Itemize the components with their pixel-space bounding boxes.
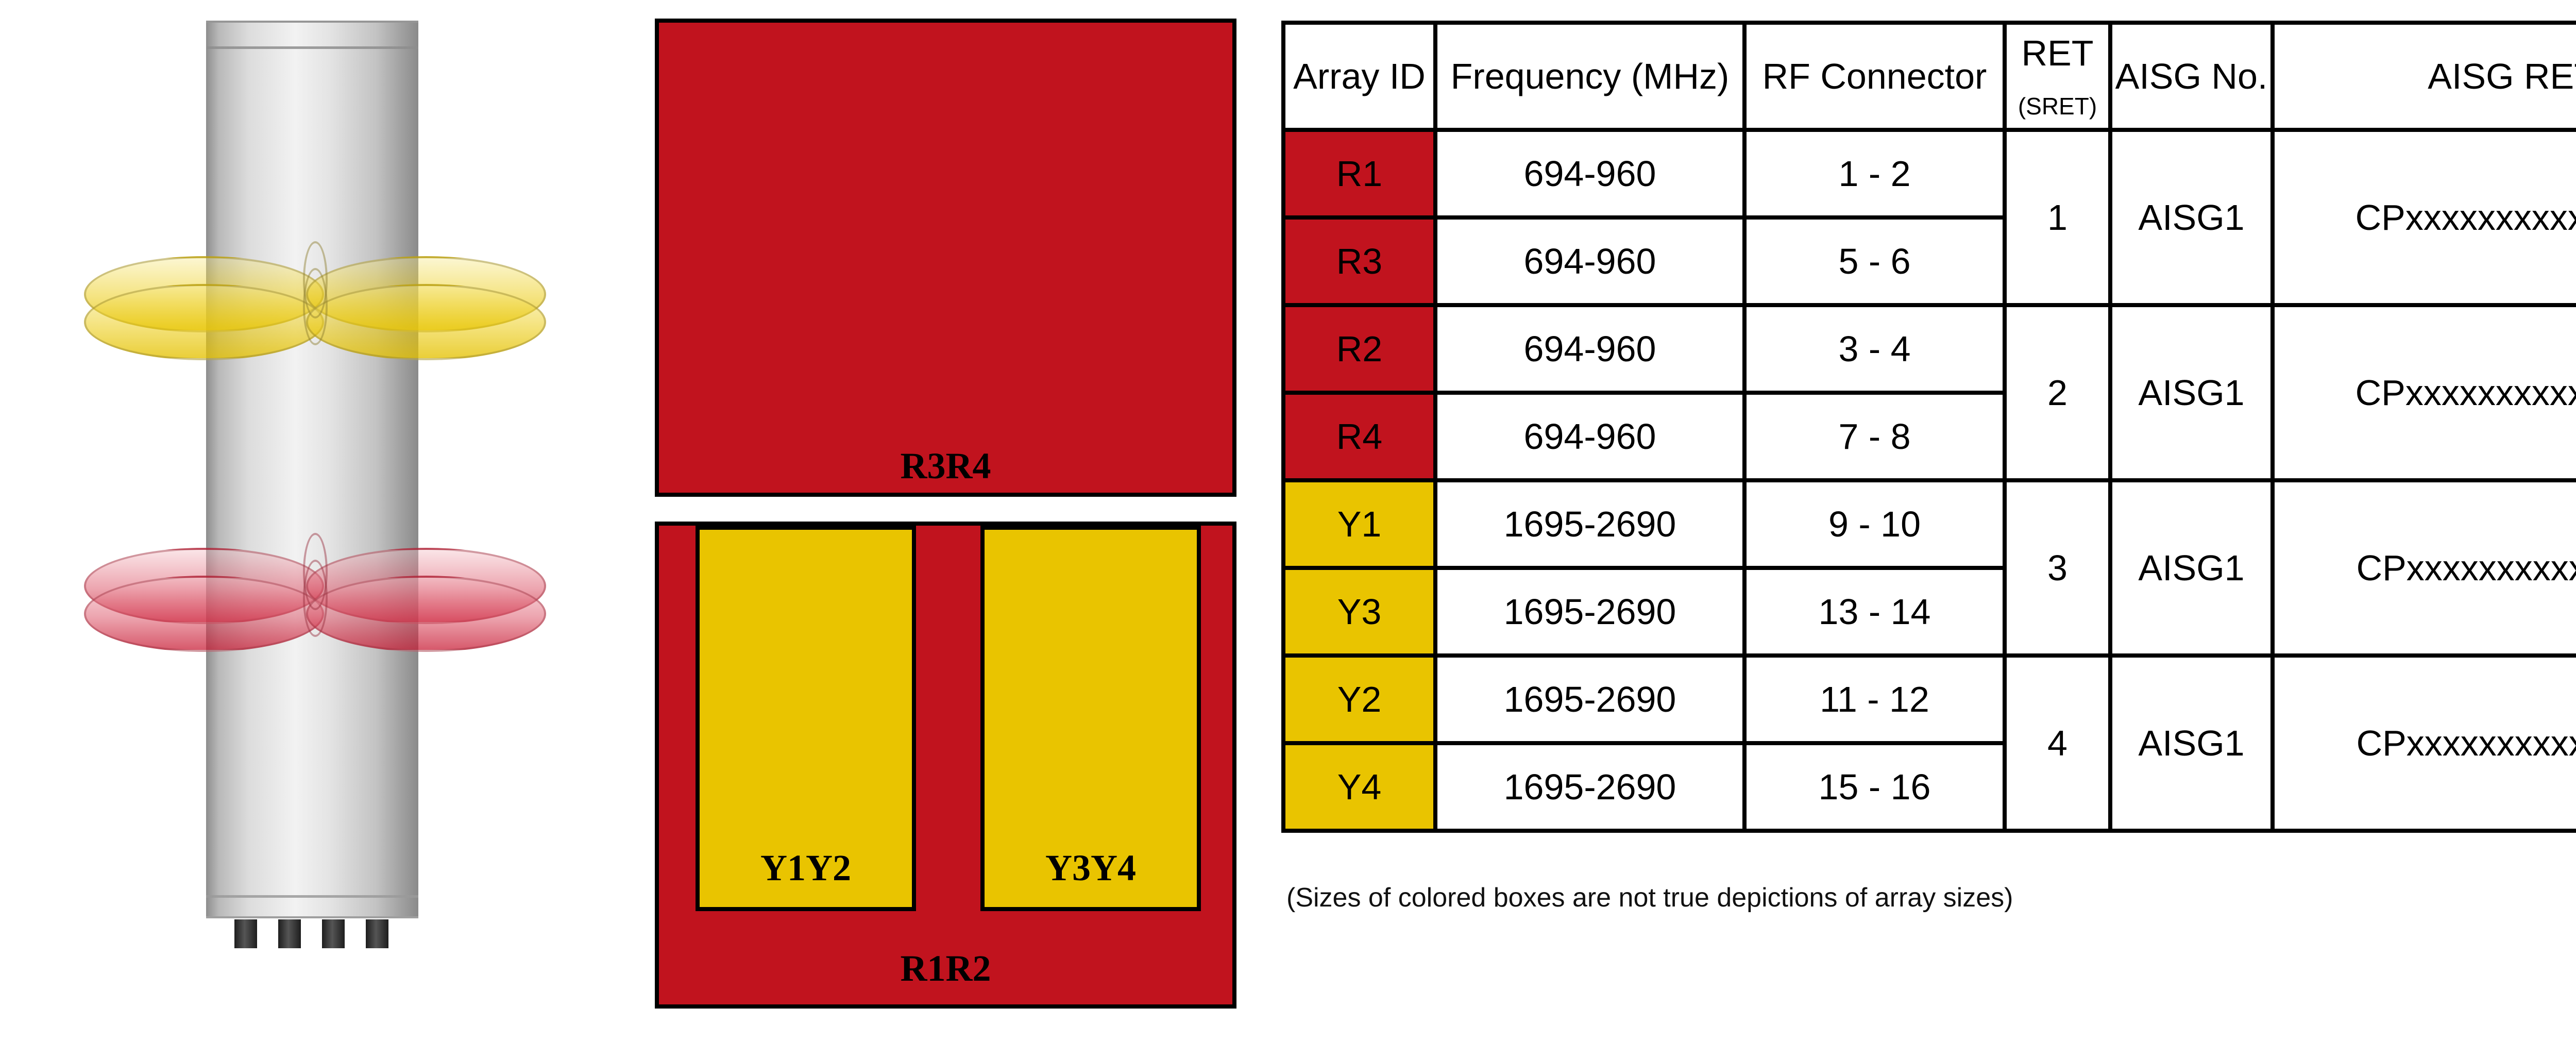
table-row: Y4 1695-2690 15 - 16 bbox=[1281, 741, 2576, 833]
array-box-y3y4: Y3Y4 bbox=[980, 526, 1201, 911]
array-id-cell: Y2 bbox=[1281, 653, 1437, 745]
antenna-top-seam bbox=[206, 46, 418, 49]
ret-cell: 3 bbox=[2003, 478, 2112, 658]
frequency-cell: 694-960 bbox=[1433, 391, 1747, 482]
array-id-cell: R2 bbox=[1281, 303, 1437, 395]
red-beam-ellipse bbox=[306, 576, 546, 652]
aisg-ret-uid-cell: CPxxxxxxxxxxxxxxxxY1 bbox=[2270, 478, 2576, 658]
sret-header-label: (SRET) bbox=[2018, 93, 2097, 120]
rf-connector-cell: 3 - 4 bbox=[1742, 303, 2007, 395]
rf-connector-table: Array ID Frequency (MHz) RF Connector RE… bbox=[1281, 21, 2576, 833]
table-row: Y3 1695-2690 13 - 14 bbox=[1281, 566, 2576, 658]
yellow-beam-ellipse bbox=[306, 284, 546, 360]
ret-header-label: RET bbox=[2021, 33, 2094, 73]
antenna-connector bbox=[234, 919, 257, 948]
array-id-cell: Y3 bbox=[1281, 566, 1437, 658]
array-box-r3r4: R3R4 bbox=[655, 19, 1236, 497]
frequency-cell: 694-960 bbox=[1433, 303, 1747, 395]
array-box-label: R1R2 bbox=[900, 948, 991, 989]
array-id-cell: R4 bbox=[1281, 391, 1437, 482]
yellow-beam-center-lens bbox=[303, 268, 328, 345]
antenna-cylinder bbox=[206, 21, 418, 918]
frequency-cell: 694-960 bbox=[1433, 128, 1747, 220]
array-box-label: Y3Y4 bbox=[1045, 847, 1136, 888]
table-row: R4 694-960 7 - 8 bbox=[1281, 391, 2576, 482]
table-row: R1 694-960 1 - 2 1 AISG1 CPxxxxxxxxxxxxx… bbox=[1281, 128, 2576, 307]
frequency-cell: 1695-2690 bbox=[1433, 566, 1747, 658]
rf-connector-cell: 9 - 10 bbox=[1742, 478, 2007, 570]
frequency-cell: 694-960 bbox=[1433, 215, 1747, 307]
red-beam-center-lens bbox=[303, 560, 328, 637]
rf-connector-cell: 11 - 12 bbox=[1742, 653, 2007, 745]
table-row: R2 694-960 3 - 4 2 AISG1 CPxxxxxxxxxxxxx… bbox=[1281, 303, 2576, 482]
array-id-cell: Y4 bbox=[1281, 741, 1437, 833]
aisg-no-cell: AISG1 bbox=[2108, 128, 2275, 307]
array-box-y1y2: Y1Y2 bbox=[696, 526, 916, 911]
col-header-frequency: Frequency (MHz) bbox=[1433, 21, 1747, 132]
table-row: Y1 1695-2690 9 - 10 3 AISG1 CPxxxxxxxxxx… bbox=[1281, 478, 2576, 658]
rf-connector-cell: 13 - 14 bbox=[1742, 566, 2007, 658]
antenna-bottom-seam bbox=[206, 895, 418, 898]
col-header-ret: RET (SRET) bbox=[2003, 21, 2112, 132]
antenna-connector bbox=[322, 919, 345, 948]
ret-cell: 1 bbox=[2003, 128, 2112, 307]
footnote: (Sizes of colored boxes are not true dep… bbox=[1286, 883, 2013, 913]
frequency-cell: 1695-2690 bbox=[1433, 653, 1747, 745]
rf-connector-cell: 1 - 2 bbox=[1742, 128, 2007, 220]
red-beam-ellipse bbox=[84, 576, 324, 652]
antenna-connector bbox=[278, 919, 301, 948]
frequency-cell: 1695-2690 bbox=[1433, 741, 1747, 833]
array-id-cell: Y1 bbox=[1281, 478, 1437, 570]
col-header-array-id: Array ID bbox=[1281, 21, 1437, 132]
col-header-aisg-no: AISG No. bbox=[2108, 21, 2275, 132]
table-header-row: Array ID Frequency (MHz) RF Connector RE… bbox=[1281, 21, 2576, 132]
rf-connector-cell: 5 - 6 bbox=[1742, 215, 2007, 307]
aisg-no-cell: AISG1 bbox=[2108, 303, 2275, 482]
aisg-ret-uid-cell: CPxxxxxxxxxxxxxxxxY2 bbox=[2270, 653, 2576, 833]
yellow-beam-ellipse bbox=[84, 284, 324, 360]
array-box-label: Y1Y2 bbox=[760, 847, 851, 888]
ret-cell: 2 bbox=[2003, 303, 2112, 482]
col-header-aisg-ret-uid: AISG RET UID bbox=[2270, 21, 2576, 132]
col-header-rf-connector: RF Connector bbox=[1742, 21, 2007, 132]
array-box-r1r2: Y1Y2 Y3Y4 R1R2 bbox=[655, 522, 1236, 1009]
aisg-no-cell: AISG1 bbox=[2108, 478, 2275, 658]
aisg-ret-uid-cell: CPxxxxxxxxxxxxxxxxR2 bbox=[2270, 303, 2576, 482]
table-row: Y2 1695-2690 11 - 12 4 AISG1 CPxxxxxxxxx… bbox=[1281, 653, 2576, 833]
aisg-ret-uid-cell: CPxxxxxxxxxxxxxxxxR1 bbox=[2270, 128, 2576, 307]
array-id-cell: R3 bbox=[1281, 215, 1437, 307]
frequency-cell: 1695-2690 bbox=[1433, 478, 1747, 570]
table-row: R3 694-960 5 - 6 bbox=[1281, 215, 2576, 307]
antenna-connector bbox=[366, 919, 388, 948]
rf-connector-cell: 7 - 8 bbox=[1742, 391, 2007, 482]
ret-cell: 4 bbox=[2003, 653, 2112, 833]
aisg-no-cell: AISG1 bbox=[2108, 653, 2275, 833]
array-box-label: R3R4 bbox=[900, 445, 991, 486]
array-id-cell: R1 bbox=[1281, 128, 1437, 220]
rf-connector-cell: 15 - 16 bbox=[1742, 741, 2007, 833]
